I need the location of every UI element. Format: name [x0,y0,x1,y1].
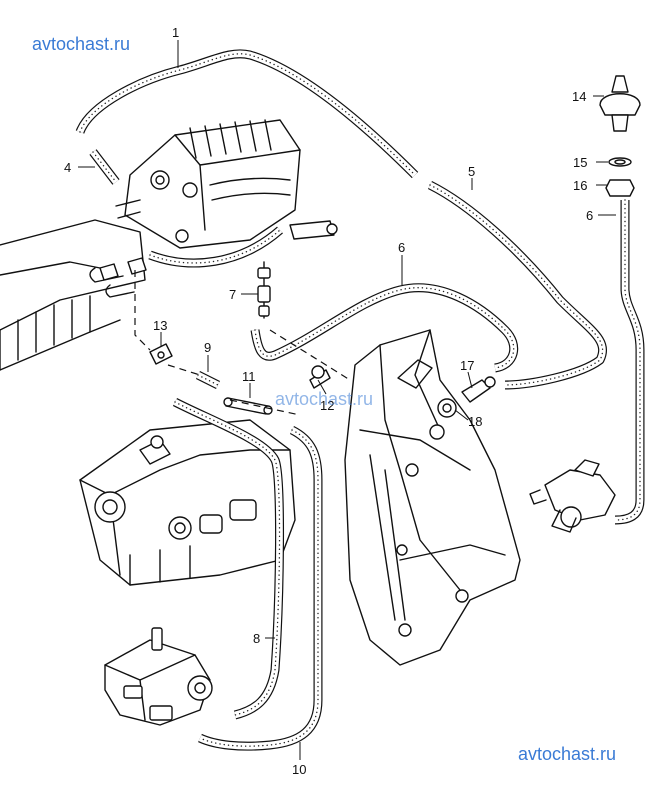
callout-8: 8 [253,631,260,646]
watermark-center: avtochast.ru [275,389,373,409]
watermark-bottom-right: avtochast.ru [518,744,616,764]
callout-labels: 1 4 5 6 6 7 8 9 10 11 12 13 14 15 16 17 … [64,25,593,777]
callout-17: 17 [460,358,474,373]
callout-7: 7 [229,287,236,302]
callout-11: 11 [242,369,256,384]
callout-4: 4 [64,160,71,175]
watermark-top-left: avtochast.ru [32,34,130,54]
part-7-connector [257,261,271,319]
transmission-housing [344,329,521,666]
intake-manifold [0,219,146,371]
callout-10: 10 [292,762,306,777]
callout-1: 1 [172,25,179,40]
throttle-housing [99,119,338,281]
callout-6-right: 6 [586,208,593,223]
callout-5: 5 [468,164,475,179]
callout-15: 15 [573,155,587,170]
hose-8 [172,397,285,720]
hose-10 [198,425,323,751]
part-12-fitting [309,365,331,389]
callout-16: 16 [573,178,587,193]
engine-block [79,419,296,586]
hose-6-right [614,199,645,525]
hose-9 [195,370,221,390]
vacuum-pump [104,627,213,726]
part-18-ring [437,398,457,418]
part-17-valve [461,376,496,403]
callout-6-center: 6 [398,240,405,255]
callout-9: 9 [204,340,211,355]
part-14-valve [599,75,641,132]
hose-6-lower [148,226,519,373]
assembly-lines [134,270,351,416]
distributor-cap [529,459,616,533]
part-16-nut [605,179,635,197]
callout-18: 18 [468,414,482,429]
callout-12: 12 [320,398,334,413]
hose-5 [427,180,608,390]
hose-1 [75,49,419,179]
leader-lines [78,40,616,760]
callout-13: 13 [153,318,167,333]
callout-14: 14 [572,89,586,104]
part-15-clip [608,157,632,167]
hose-4 [89,149,120,185]
